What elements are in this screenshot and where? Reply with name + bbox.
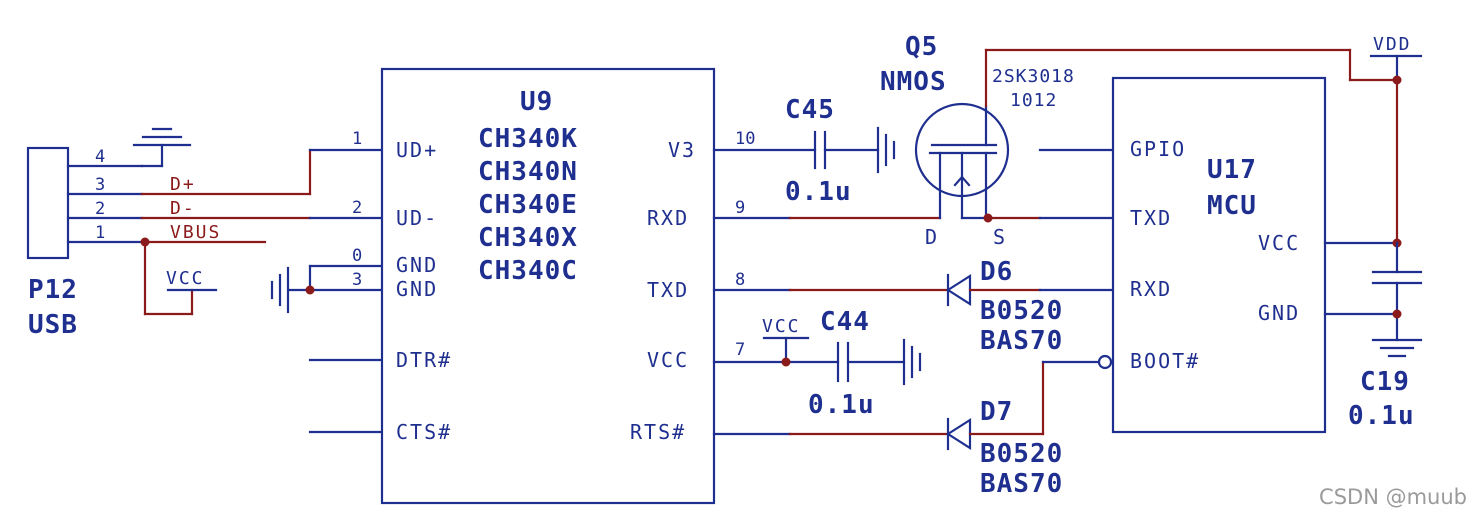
- net-label-vbus: VBUS: [170, 222, 221, 243]
- u9-pin-gnd3: GND: [396, 277, 438, 301]
- c44-ref: C44: [820, 307, 870, 337]
- u17-pin-txd: TXD: [1130, 206, 1172, 230]
- diode-d7: D7 B0520 BAS70: [712, 354, 1113, 499]
- u9-pin-v3: V3: [668, 138, 696, 162]
- ic-u17: U17 MCU GPIO TXD RXD BOOT# VCC GND: [1111, 76, 1327, 434]
- ic-u9: U9 CH340K CH340N CH340E CH340X CH340C UD…: [352, 67, 755, 505]
- u17-pin-vcc: VCC: [1258, 231, 1300, 255]
- u9-pin-rts: RTS#: [630, 420, 686, 444]
- usb-connector-p12: 4 3 2 1 P12 USB: [26, 146, 144, 340]
- u9-ref: U9: [520, 87, 553, 117]
- u9-num-0: 0: [352, 246, 362, 266]
- c44-value: 0.1u: [808, 390, 875, 420]
- u9-num-8: 8: [735, 270, 745, 290]
- ground-symbol-usb: [132, 127, 192, 168]
- u9-pin-udp: UD+: [396, 138, 438, 162]
- net-label-dminus: D-: [170, 198, 196, 219]
- vdd-rail: VDD: [1323, 34, 1423, 248]
- d7-ref: D7: [980, 397, 1013, 427]
- d6-part2: BAS70: [980, 326, 1063, 356]
- u17-pin-gnd: GND: [1258, 301, 1300, 325]
- d7-part1: B0520: [980, 439, 1063, 469]
- capacitor-c44: VCC C44 0.1u: [712, 307, 922, 420]
- u9-num-7: 7: [735, 340, 745, 360]
- usb-pin3-number: 3: [95, 175, 105, 195]
- u17-pin-gpio: GPIO: [1130, 137, 1186, 161]
- u9-body: [380, 67, 716, 505]
- u17-pin-boot: BOOT#: [1130, 349, 1200, 373]
- q5-part: 2SK3018: [992, 66, 1075, 87]
- q5-type: NMOS: [880, 67, 947, 97]
- c45-ref: C45: [785, 95, 835, 125]
- diode-d6: D6 B0520 BAS70: [712, 257, 1115, 356]
- u9-part-3: CH340E: [478, 190, 578, 220]
- usb-pin4-number: 4: [95, 147, 105, 167]
- c45-value: 0.1u: [785, 177, 852, 207]
- watermark: CSDN @muub: [1319, 485, 1467, 509]
- vcc-label-usb: VCC: [166, 268, 205, 289]
- u9-pin-txd: TXD: [647, 278, 689, 302]
- u9-pin-udm: UD-: [396, 206, 438, 230]
- u9-pin-gnd0: GND: [396, 253, 438, 277]
- u9-num-3: 3: [352, 270, 362, 290]
- capacitor-c45: C45 0.1u: [712, 95, 896, 207]
- d6-part1: B0520: [980, 296, 1063, 326]
- q5-ref: Q5: [905, 32, 938, 62]
- u9-num-10: 10: [735, 129, 755, 149]
- usb-connector-name: USB: [28, 310, 78, 340]
- usb-connector-body: [26, 146, 70, 260]
- q5-marking: 1012: [1010, 90, 1057, 111]
- usb-pin2-number: 2: [95, 199, 105, 219]
- q5-drain-label: D: [925, 225, 939, 249]
- c44-vcc-label: VCC: [762, 316, 801, 337]
- u17-body: [1111, 76, 1327, 434]
- c19-value: 0.1u: [1348, 401, 1415, 431]
- u9-part-1: CH340K: [478, 124, 578, 154]
- ground-symbol-u9: [270, 264, 384, 314]
- u9-num-2: 2: [352, 198, 362, 218]
- u9-pin-dtr: DTR#: [396, 348, 452, 372]
- usb-pin1-number: 1: [95, 223, 105, 243]
- d6-ref: D6: [980, 257, 1013, 287]
- transistor-q5: Q5 NMOS 2SK3018 1012 D S: [880, 32, 1075, 249]
- u9-num-9: 9: [735, 198, 745, 218]
- u17-name: MCU: [1207, 191, 1257, 221]
- u9-pin-vcc: VCC: [647, 348, 689, 372]
- usb-connector-ref: P12: [28, 275, 78, 305]
- u9-pin-rxd: RXD: [647, 206, 689, 230]
- u9-part-4: CH340X: [478, 223, 578, 253]
- c19-ref: C19: [1360, 367, 1410, 397]
- u17-ref: U17: [1207, 155, 1257, 185]
- vdd-label: VDD: [1373, 34, 1412, 55]
- u9-pin-cts: CTS#: [396, 420, 452, 444]
- u9-num-1: 1: [352, 129, 362, 149]
- d7-part2: BAS70: [980, 469, 1063, 499]
- u17-pin-rxd: RXD: [1130, 277, 1172, 301]
- capacitor-c19: C19 0.1u: [1323, 241, 1423, 431]
- q5-source-label: S: [993, 225, 1007, 249]
- u9-part-2: CH340N: [478, 157, 578, 187]
- net-label-dplus: D+: [170, 174, 196, 195]
- u9-part-5: CH340C: [478, 256, 578, 286]
